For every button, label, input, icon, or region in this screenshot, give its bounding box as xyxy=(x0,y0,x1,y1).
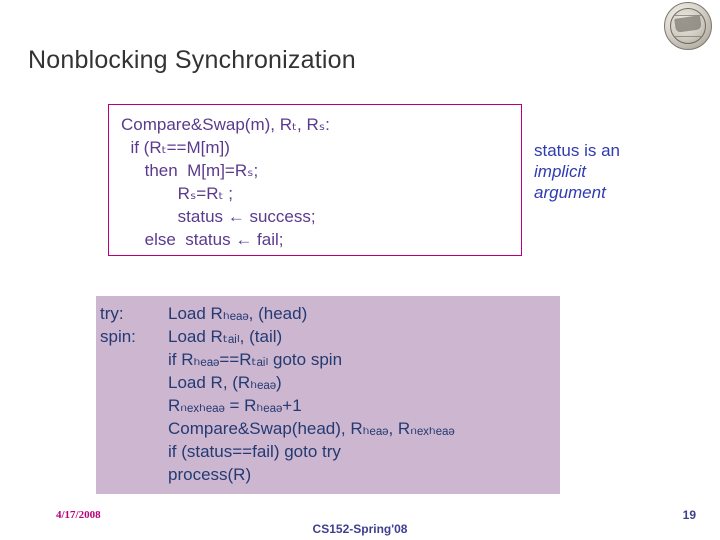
compare-and-swap-code-box: Compare&Swap(m), Rₜ, Rₛ: if (Rₜ==M[m]) t… xyxy=(108,104,522,256)
annotation-line-2: implicit xyxy=(534,162,586,181)
status-annotation: status is an implicit argument xyxy=(534,140,704,203)
code-row: process(R) xyxy=(96,463,560,486)
queue-code-block: try: Load Rₕₑₐₔ, (head) spin: Load Rₜₐᵢₗ, … xyxy=(96,296,560,494)
footer-date: 4/17/2008 xyxy=(56,509,101,521)
code-row-text: if Rₕₑₐₔ==Rₜₐᵢₗ goto spin xyxy=(168,350,343,369)
code-row-text: Load R, (Rₕₑₐₔ) xyxy=(168,373,282,392)
code-row: Compare&Swap(head), Rₕₑₐₔ, Rₙₑₓₕₑₐₔ xyxy=(96,417,560,440)
university-seal-icon xyxy=(664,2,712,50)
code-row: Rₙₑₓₕₑₐₔ = Rₕₑₐₔ+1 xyxy=(96,394,560,417)
code-row: spin: Load Rₜₐᵢₗ, (tail) xyxy=(96,325,560,348)
footer-course: CS152-Spring'08 xyxy=(312,522,408,536)
page-title: Nonblocking Synchronization xyxy=(28,46,356,74)
code-row-text: Rₙₑₓₕₑₐₔ = Rₕₑₐₔ+1 xyxy=(168,396,302,415)
seal-line-top xyxy=(675,15,701,16)
code-line: else status ← fail; xyxy=(121,230,284,249)
code-row-label: try: xyxy=(100,304,124,323)
code-line: Compare&Swap(m), Rₜ, Rₛ: xyxy=(121,115,330,134)
code-line: status ← success; xyxy=(121,207,316,226)
code-row: if (status==fail) goto try xyxy=(96,440,560,463)
code-line: if (Rₜ==M[m]) xyxy=(121,138,230,157)
seal-line-bottom xyxy=(675,36,701,37)
code-row-text: process(R) xyxy=(168,465,252,484)
code-line: then M[m]=Rₛ; xyxy=(121,161,259,180)
code-row-text: Load Rₕₑₐₔ, (head) xyxy=(168,304,308,323)
code-row-label: spin: xyxy=(100,327,136,346)
code-row: try: Load Rₕₑₐₔ, (head) xyxy=(96,302,560,325)
code-row-text: Load Rₜₐᵢₗ, (tail) xyxy=(168,327,283,346)
annotation-line-3: argument xyxy=(534,183,606,202)
footer-page-number: 19 xyxy=(682,508,696,522)
code-line: Rₛ=Rₜ ; xyxy=(121,184,233,203)
code-row: if Rₕₑₐₔ==Rₜₐᵢₗ goto spin xyxy=(96,348,560,371)
annotation-line-1: status is an xyxy=(534,141,620,160)
code-row-text: if (status==fail) goto try xyxy=(168,442,341,461)
code-row: Load R, (Rₕₑₐₔ) xyxy=(96,371,560,394)
code-row-text: Compare&Swap(head), Rₕₑₐₔ, Rₙₑₓₕₑₐₔ xyxy=(168,419,455,438)
